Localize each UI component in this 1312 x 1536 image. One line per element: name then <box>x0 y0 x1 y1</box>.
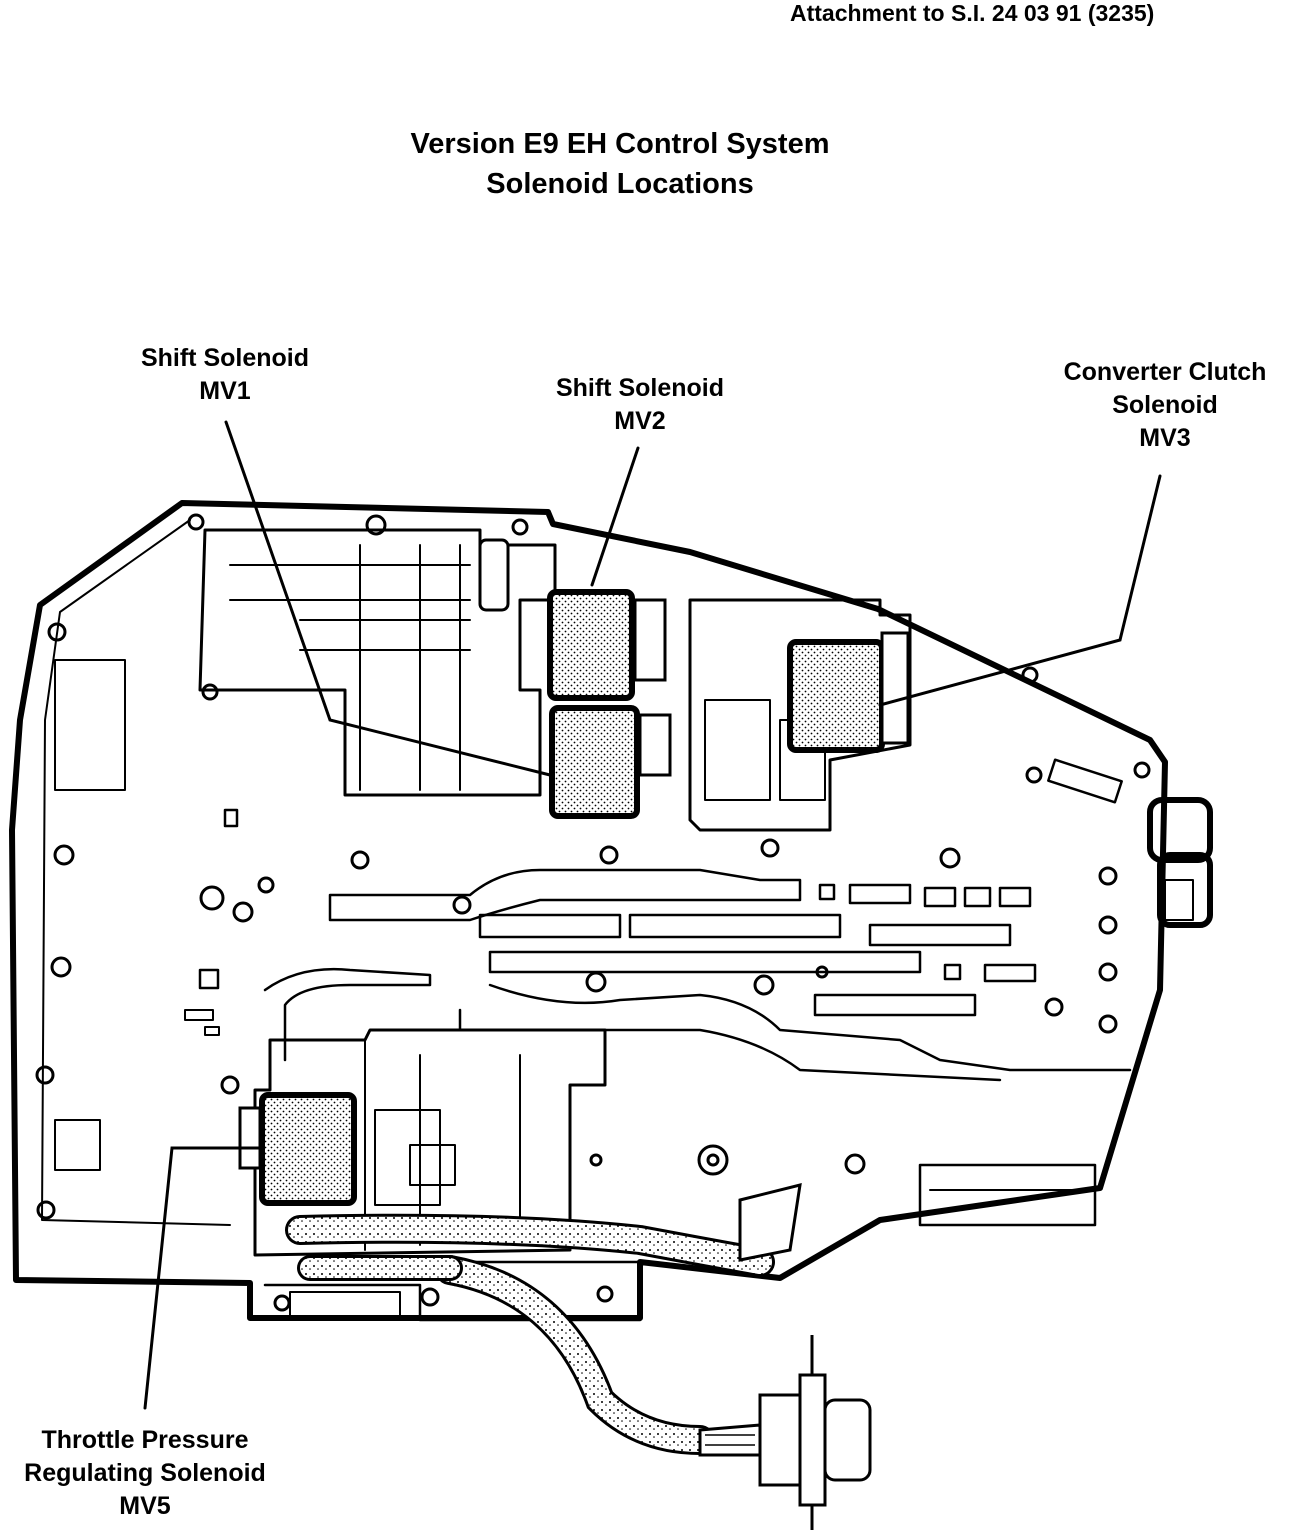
label-mv3-line-3: MV3 <box>1139 424 1191 452</box>
lower-valve-block <box>253 1028 607 1257</box>
solenoid-mv1-body <box>549 705 640 819</box>
label-throttle-pressure-solenoid-mv5: Throttle Pressure Regulating Solenoid MV… <box>0 1424 290 1523</box>
label-mv2-line-2: MV2 <box>614 407 666 435</box>
solenoid-mv5-body <box>259 1092 357 1206</box>
leader-line-mv5 <box>143 1146 264 1410</box>
bolt-holes <box>35 513 1151 1312</box>
label-mv2-line-1: Shift Solenoid <box>555 374 725 402</box>
label-mv5-line-1: Throttle Pressure <box>41 1426 249 1454</box>
label-mv3-line-2: Solenoid <box>1112 391 1218 419</box>
label-mv5-line-2: Regulating Solenoid <box>24 1459 266 1487</box>
label-shift-solenoid-mv2: Shift Solenoid MV2 <box>520 372 760 438</box>
solenoid-mv3-body <box>787 639 885 753</box>
diagram-title: Version E9 EH Control System Solenoid Lo… <box>330 124 910 204</box>
leader-line-mv2 <box>590 446 640 587</box>
attachment-reference: Attachment to S.I. 24 03 91 (3235) <box>790 0 1155 26</box>
solenoid-mv2-body <box>547 589 635 701</box>
leader-lines <box>143 420 1162 1410</box>
leader-line-mv3 <box>878 474 1162 707</box>
title-line-2: Solenoid Locations <box>486 168 754 200</box>
label-mv1-line-1: Shift Solenoid <box>140 344 310 372</box>
label-converter-clutch-solenoid-mv3: Converter Clutch Solenoid MV3 <box>1030 356 1300 455</box>
side-connector <box>1147 797 1213 928</box>
label-mv3-line-1: Converter Clutch <box>1063 358 1267 386</box>
plate-channels <box>328 868 802 922</box>
leader-line-mv1 <box>224 420 552 777</box>
label-mv1-line-2: MV1 <box>199 377 251 405</box>
wiring-harness <box>285 1182 802 1455</box>
label-shift-solenoid-mv1: Shift Solenoid MV1 <box>110 342 340 408</box>
valve-body-outline <box>9 500 1168 1321</box>
title-line-1: Version E9 EH Control System <box>410 128 830 160</box>
harness-plug-connector <box>698 1335 872 1530</box>
label-mv5-line-3: MV5 <box>119 1492 171 1520</box>
